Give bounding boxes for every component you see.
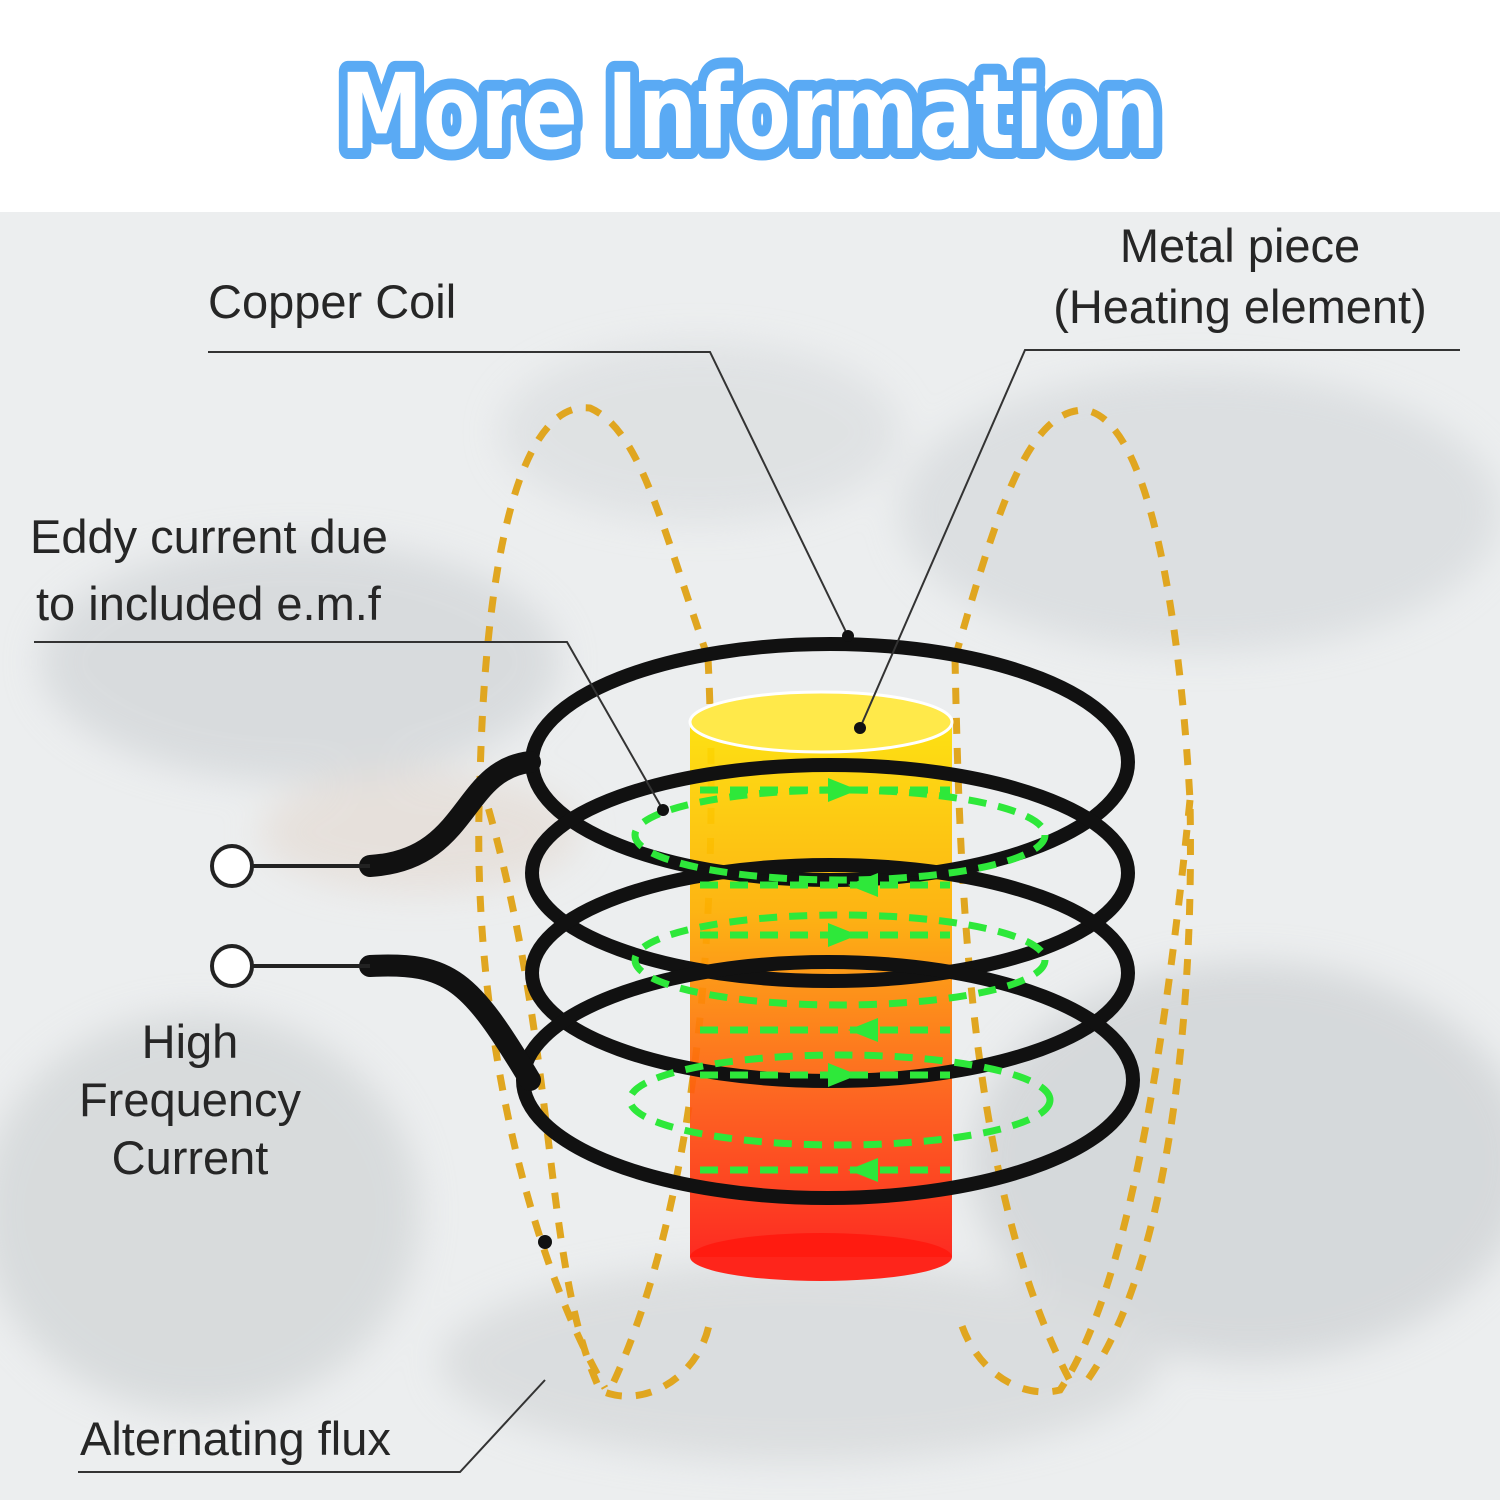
metal-cylinder-top (688, 690, 954, 754)
leader-dot-metal (854, 722, 866, 734)
coil-diagram: Copper Coil Metal piece (Heating element… (30, 219, 1460, 1473)
terminal-circle-1 (210, 844, 254, 888)
metal-cylinder-body (690, 722, 952, 1257)
leader-dots (538, 630, 866, 1249)
eddy-arrow-right-1 (828, 778, 858, 802)
leader-lines (34, 349, 1460, 1473)
title-banner: More Information More Information (329, 40, 1171, 184)
leader-metal-piece (859, 349, 1460, 729)
leader-copper-coil (208, 351, 849, 637)
eddy-arrow-right-3 (828, 1063, 858, 1087)
eddy-arrow-right-2 (828, 923, 858, 947)
terminal-circle-2 (210, 944, 254, 988)
terminal-wires (252, 864, 370, 968)
header: More Information More Information (0, 0, 1500, 212)
label-eddy-line2: to included e.m.f (36, 577, 382, 630)
label-metal-piece-line2: (Heating element) (1053, 280, 1427, 333)
label-copper-coil: Copper Coil (208, 275, 456, 328)
terminals (210, 844, 254, 988)
lead-bottom (359, 954, 541, 1091)
leader-dot-eddy (657, 804, 669, 816)
flux-line-right-inner (951, 657, 1079, 1392)
metal-cylinder-bottom (690, 1233, 952, 1281)
eddy-arrow-left-2 (848, 1018, 878, 1042)
eddy-currents (626, 786, 1054, 1174)
eddy-arrow-left-1 (848, 873, 878, 897)
induction-heating-diagram: Copper Coil Metal piece (Heating element… (0, 212, 1500, 1500)
page-title: More Information (340, 51, 1160, 173)
flux-line-right-outer (951, 406, 1194, 1393)
label-alternating-flux: Alternating flux (80, 1412, 391, 1465)
eddy-arrow-left-3 (848, 1158, 878, 1182)
eddy-loop-3 (626, 1051, 1054, 1149)
leader-dot-coil (842, 630, 854, 642)
leader-eddy-current (34, 641, 664, 811)
engine-background-image (0, 342, 1500, 1462)
page-title-outline: More Information (340, 51, 1160, 173)
eddy-arrows (828, 778, 878, 1182)
flux-line-bottom-right (956, 799, 1194, 1396)
lead-top (359, 751, 541, 877)
coil-leads (359, 751, 541, 1091)
label-high: High (142, 1015, 239, 1068)
coil-ring-2 (525, 758, 1135, 988)
flux-line-bottom-left (476, 778, 714, 1400)
label-metal-piece-line1: Metal piece (1120, 219, 1360, 272)
leader-dot-flux (538, 1235, 552, 1249)
leader-alternating-flux (78, 1379, 546, 1473)
label-current: Current (112, 1131, 269, 1184)
label-frequency: Frequency (79, 1073, 302, 1126)
metal-piece (688, 690, 954, 1281)
label-eddy-line1: Eddy current due (30, 510, 388, 563)
eddy-loop-1 (631, 786, 1049, 884)
eddy-loop-2 (631, 911, 1049, 1009)
flux-lines (475, 404, 1194, 1400)
